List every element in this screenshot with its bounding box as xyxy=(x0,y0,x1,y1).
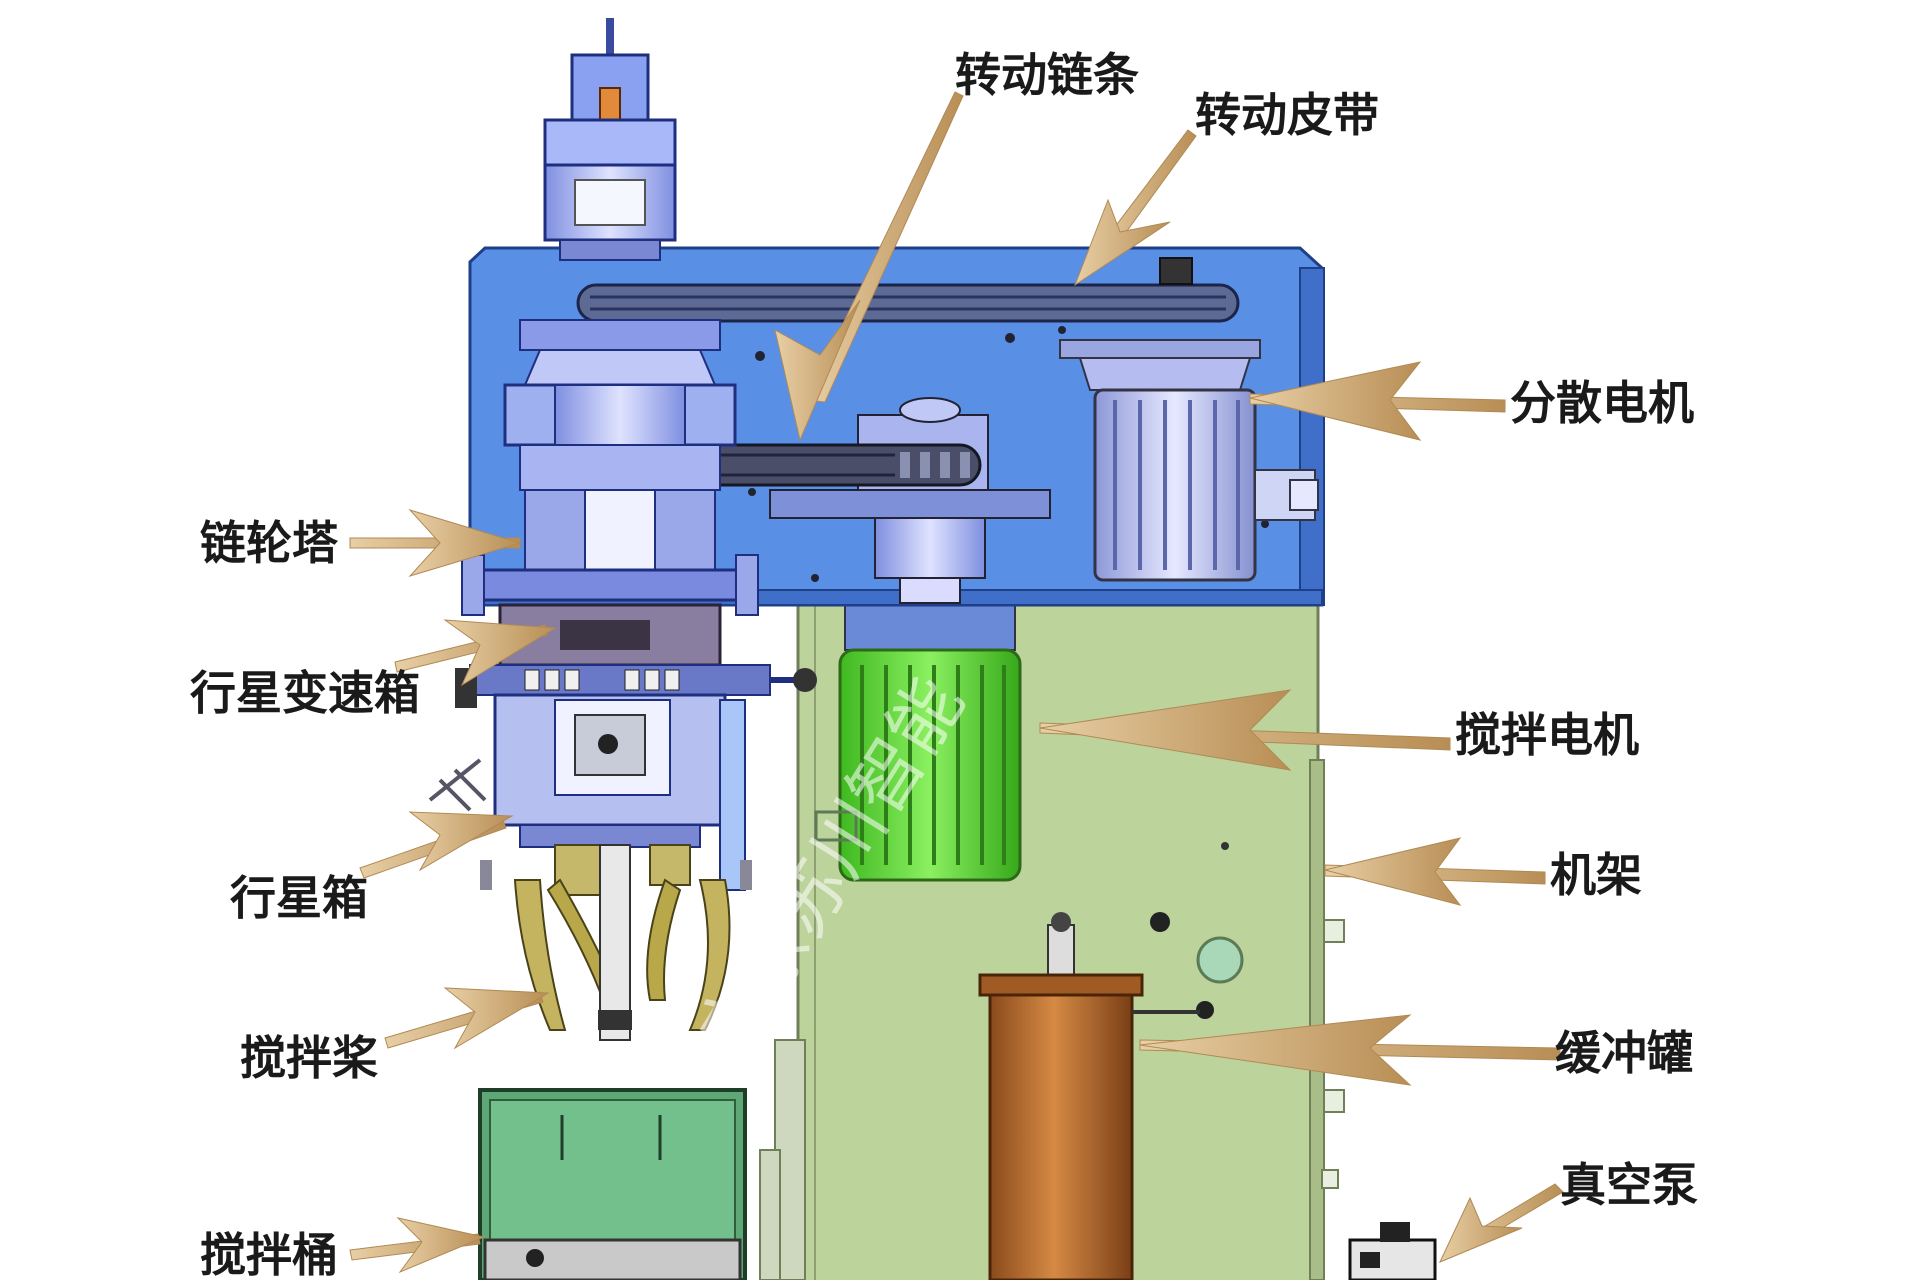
label-planetary-gearbox: 行星变速箱 xyxy=(190,666,420,720)
label-disperse-motor: 分散电机 xyxy=(1510,376,1694,430)
label-sprocket-tower: 链轮塔 xyxy=(200,516,338,570)
label-stir-motor: 搅拌电机 xyxy=(1455,708,1639,762)
arrow-paddle-head xyxy=(443,987,550,1050)
stirring-motor xyxy=(814,599,1022,882)
arrow-planetary-head xyxy=(408,811,514,872)
mixing-barrel xyxy=(478,1088,747,1280)
arrow-stir-head xyxy=(1039,689,1292,771)
label-buffer-tank: 缓冲罐 xyxy=(1555,1026,1693,1080)
arrow-tower-head xyxy=(408,509,522,577)
label-belt: 转动皮带 xyxy=(1195,88,1379,142)
dispersing-motor xyxy=(1059,339,1319,582)
label-mixing-barrel: 搅拌桶 xyxy=(200,1228,338,1282)
vacuum-pump xyxy=(1348,1222,1437,1280)
arrow-frame-head xyxy=(1324,837,1462,906)
planetary-box xyxy=(428,693,752,891)
transmission-belt xyxy=(576,257,1240,323)
label-paddle: 搅拌桨 xyxy=(240,1031,378,1085)
arrow-buffer-head xyxy=(1139,1014,1412,1086)
label-frame: 机架 xyxy=(1550,848,1642,902)
sprocket-tower xyxy=(461,319,759,616)
label-vacuum-pump: 真空泵 xyxy=(1560,1158,1698,1212)
label-planetary-box: 行星箱 xyxy=(230,871,368,925)
callout-arrows xyxy=(349,91,1564,1274)
arrow-chain-head xyxy=(774,299,861,442)
top-column xyxy=(543,18,677,261)
arrow-belt-head xyxy=(1073,198,1171,287)
stirring-paddle xyxy=(513,844,731,1041)
arrow-disperse-head xyxy=(1249,361,1422,441)
arrow-vacuum-head xyxy=(1438,1196,1523,1263)
arrow-gearbox-head xyxy=(443,619,557,687)
label-chain: 转动链条 xyxy=(955,48,1139,102)
buffer-tank xyxy=(978,912,1200,1280)
planetary-gearbox xyxy=(455,603,817,708)
arrow-barrel-head xyxy=(396,1217,486,1274)
